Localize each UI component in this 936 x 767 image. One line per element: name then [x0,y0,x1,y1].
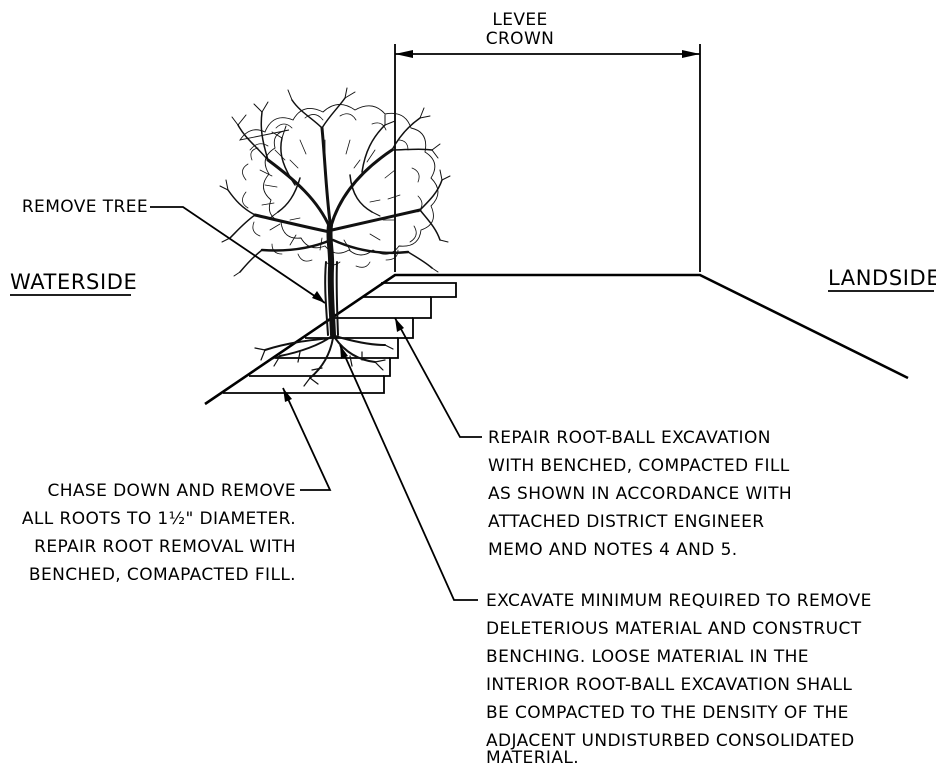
chase-roots-note: CHASE DOWN AND REMOVE ALL ROOTS TO 1½" D… [22,481,296,585]
excavate-line: INTERIOR ROOT-BALL EXCAVATION SHALL [486,675,852,695]
repair-rootball-line: AS SHOWN IN ACCORDANCE WITH [488,484,792,504]
repair-rootball-line: REPAIR ROOT-BALL EXCAVATION [488,428,771,448]
repair-rootball-line: MEMO AND NOTES 4 AND 5. [488,540,738,560]
landside-label: LANDSIDE [828,266,936,290]
excavate-line: ADJACENT UNDISTURBED CONSOLIDATED [486,731,855,751]
remove-tree-note: REMOVE TREE [22,197,148,217]
chase-roots-line: BENCHED, COMAPACTED FILL. [29,565,296,585]
crown-label: CROWN [486,29,555,49]
chase-roots-line: ALL ROOTS TO 1½" DIAMETER. [22,509,296,529]
excavate-line: BE COMPACTED TO THE DENSITY OF THE [486,703,849,723]
tree-illustration [219,87,451,387]
chase-roots-line: REPAIR ROOT REMOVAL WITH [34,537,296,557]
repair-rootball-note: REPAIR ROOT-BALL EXCAVATION WITH BENCHED… [488,428,792,560]
excavate-note: EXCAVATE MINIMUM REQUIRED TO REMOVE DELE… [486,591,872,767]
levee-crown-dimension [394,44,701,272]
levee-profile [204,273,909,406]
excavate-line: BENCHING. LOOSE MATERIAL IN THE [486,647,809,667]
excavate-line: MATERIAL. [486,748,579,767]
excavate-line: EXCAVATE MINIMUM REQUIRED TO REMOVE [486,591,872,611]
leader-lines [150,206,482,601]
excavate-line: DELETERIOUS MATERIAL AND CONSTRUCT [486,619,862,639]
repair-rootball-line: ATTACHED DISTRICT ENGINEER [488,512,765,532]
repair-rootball-line: WITH BENCHED, COMPACTED FILL [488,456,790,476]
waterside-label: WATERSIDE [10,270,137,294]
chase-roots-line: CHASE DOWN AND REMOVE [47,481,296,501]
levee-label: LEVEE [492,10,547,30]
